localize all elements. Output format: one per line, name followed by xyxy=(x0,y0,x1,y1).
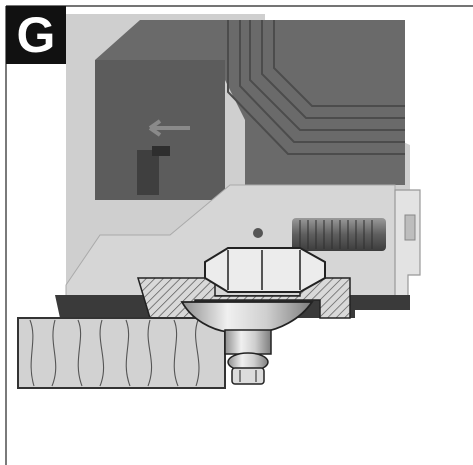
right-bracket xyxy=(394,189,421,301)
bit-shank xyxy=(224,329,272,355)
wood-workpiece xyxy=(17,317,226,389)
figure-label-badge: G xyxy=(6,6,66,64)
latch xyxy=(137,150,159,195)
bracket-detail xyxy=(404,214,416,241)
arrow-icon xyxy=(148,119,190,137)
wood-grain xyxy=(29,319,200,387)
latch-top xyxy=(152,146,170,156)
collet-nut xyxy=(204,247,326,293)
screw-hole xyxy=(253,228,263,238)
motor-housing xyxy=(95,20,405,185)
housing-grooves xyxy=(227,20,405,155)
bearing-screw xyxy=(231,367,265,385)
knob-ridges xyxy=(299,220,373,249)
